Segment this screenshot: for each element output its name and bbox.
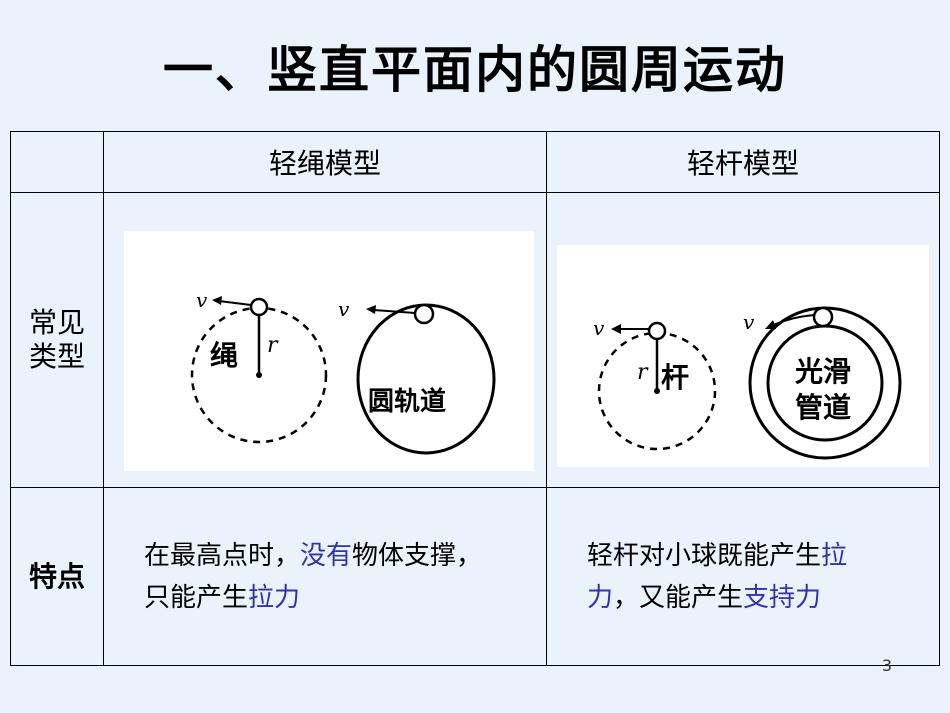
tube-label-line2: 管道 bbox=[795, 391, 851, 424]
tube-label-line1: 光滑 bbox=[794, 355, 851, 388]
rod-label: 杆 bbox=[661, 361, 689, 394]
rod-diagrams-cell: v r 杆 v 光滑 管道 bbox=[546, 192, 940, 488]
rod-features-text: 轻杆对小球既能产生拉力，又能产生支持力 bbox=[546, 487, 940, 666]
rod-velocity-label: v bbox=[593, 316, 605, 340]
tube-ball bbox=[812, 306, 834, 328]
slide-title: 一、竖直平面内的圆周运动 bbox=[163, 41, 787, 99]
header-empty-cell bbox=[10, 131, 104, 193]
row-label-types: 常见 类型 bbox=[10, 192, 104, 488]
header-rope-model: 轻绳模型 bbox=[103, 131, 547, 193]
rod-ball bbox=[647, 321, 667, 341]
rope-ball bbox=[249, 297, 269, 317]
rope-model-diagram: v r 绳 v 圆轨道 bbox=[124, 231, 534, 471]
rope-diagrams-cell: v r 绳 v 圆轨道 bbox=[103, 192, 547, 488]
comparison-table: 轻绳模型 轻杆模型 常见 类型 v r 绳 bbox=[10, 131, 940, 666]
rope-features-text: 在最高点时，没有物体支撑，只能产生拉力 bbox=[103, 487, 547, 666]
rope-radius-label: r bbox=[267, 333, 279, 358]
track-velocity-arrow bbox=[373, 309, 416, 314]
rope-velocity-arrow bbox=[218, 300, 252, 306]
row-label-features: 特点 bbox=[10, 487, 104, 666]
track-velocity-label: v bbox=[338, 297, 350, 321]
tube-velocity-arrow bbox=[772, 314, 815, 326]
page-number: 3 bbox=[881, 656, 892, 675]
header-rod-model: 轻杆模型 bbox=[546, 131, 940, 193]
rod-path-circle bbox=[597, 331, 717, 451]
rod-radius-label: r bbox=[637, 360, 649, 385]
track-label: 圆轨道 bbox=[368, 386, 446, 417]
track-ball bbox=[413, 303, 435, 325]
rope-center-dot bbox=[256, 372, 262, 378]
rope-velocity-label: v bbox=[196, 288, 208, 312]
rope-label: 绳 bbox=[210, 339, 238, 372]
rod-center-dot bbox=[654, 388, 660, 394]
rod-model-diagram: v r 杆 v 光滑 管道 bbox=[557, 245, 929, 467]
tube-velocity-label: v bbox=[743, 310, 755, 334]
